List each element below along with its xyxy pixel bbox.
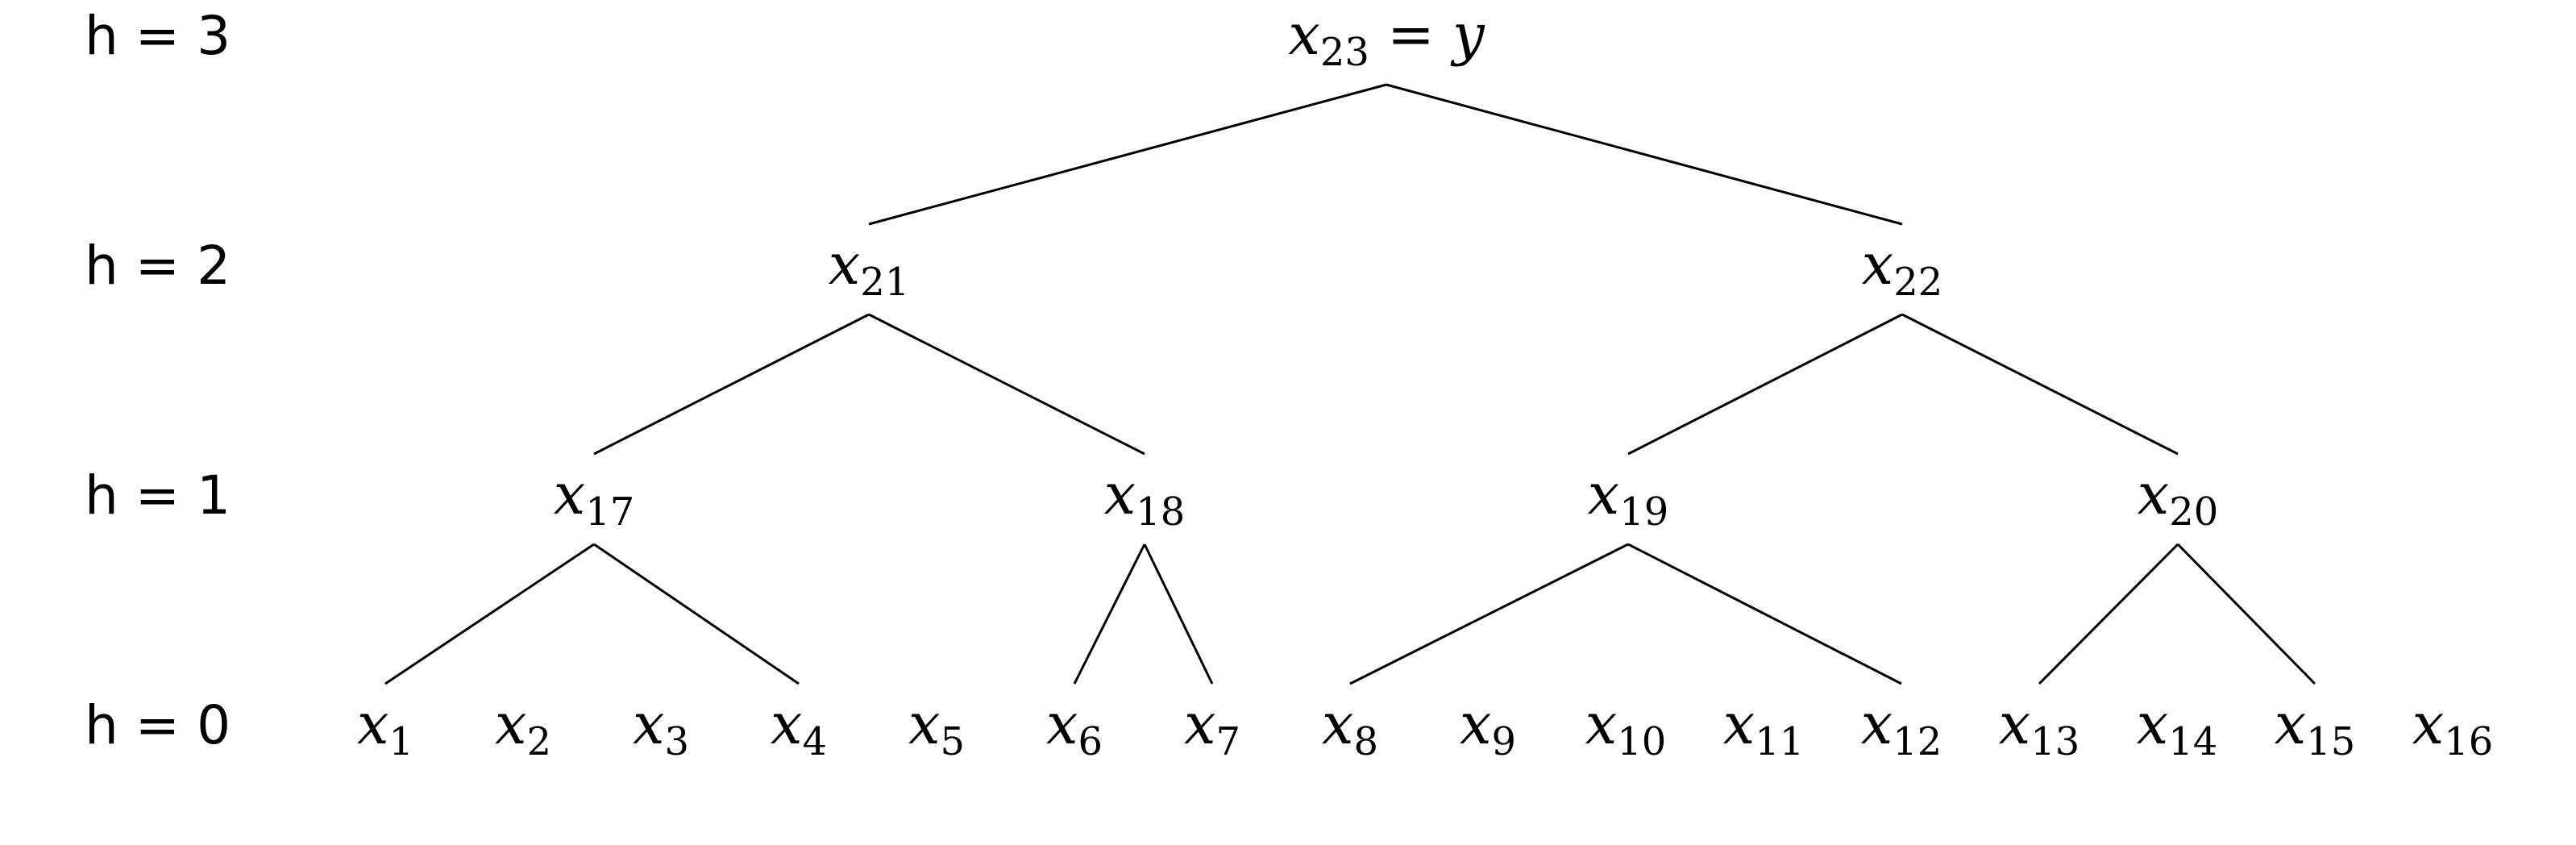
edge-x22-x19: [1627, 313, 1903, 456]
node-subscript: 15: [2306, 719, 2355, 764]
node-variable: x: [633, 691, 664, 757]
node-x12: x12: [1861, 691, 1942, 764]
node-x13: x13: [1999, 691, 2080, 764]
edge-x20-x15: [2176, 543, 2316, 685]
node-variable: x: [1588, 461, 1619, 527]
edge-x23-x22: [1386, 83, 1903, 226]
node-x20: x20: [2138, 461, 2219, 535]
level-label-h3: h = 3: [85, 5, 231, 67]
node-x18: x18: [1104, 461, 1186, 535]
node-subscript: 6: [1078, 719, 1103, 764]
node-subscript: 1: [388, 719, 413, 764]
node-subscript: 23: [1320, 30, 1369, 75]
node-x11: x11: [1723, 691, 1805, 764]
node-variable: x: [908, 691, 940, 757]
node-variable: x: [1723, 691, 1755, 757]
node-equation-rest: = y: [1369, 2, 1485, 68]
node-subscript: 20: [2169, 489, 2218, 535]
edge-x17-x1: [384, 543, 595, 685]
node-subscript: 14: [2168, 719, 2217, 764]
node-x1: x1: [357, 691, 413, 764]
node-x9: x9: [1460, 691, 1516, 764]
node-x21: x21: [829, 231, 910, 305]
node-subscript: 4: [802, 719, 827, 764]
node-variable: x: [1862, 231, 1893, 298]
node-subscript: 13: [2030, 719, 2079, 764]
node-variable: x: [1585, 691, 1617, 757]
node-x22: x22: [1862, 231, 1943, 305]
edge-x21-x18: [868, 313, 1145, 456]
node-x3: x3: [633, 691, 689, 764]
node-x14: x14: [2137, 691, 2218, 764]
node-variable: x: [2412, 691, 2444, 757]
node-variable: x: [357, 691, 388, 757]
node-subscript: 17: [585, 489, 634, 535]
node-subscript: 7: [1215, 719, 1240, 764]
node-variable: x: [1288, 2, 1319, 68]
edge-x18-x7: [1143, 543, 1214, 685]
node-variable: x: [554, 461, 585, 527]
level-label-h0: h = 0: [85, 694, 231, 756]
node-x10: x10: [1585, 691, 1667, 764]
node-x15: x15: [2275, 691, 2356, 764]
node-subscript: 16: [2444, 719, 2493, 764]
edge-x17-x4: [593, 543, 800, 685]
node-x2: x2: [495, 691, 551, 764]
node-subscript: 21: [860, 260, 909, 305]
node-variable: x: [495, 691, 526, 757]
node-x5: x5: [908, 691, 965, 764]
node-x16: x16: [2412, 691, 2494, 764]
node-x23: x23 = y: [1288, 2, 1485, 75]
node-variable: x: [1861, 691, 1893, 757]
node-x7: x7: [1184, 691, 1240, 764]
node-variable: x: [829, 231, 860, 298]
node-x8: x8: [1322, 691, 1378, 764]
node-subscript: 9: [1491, 719, 1516, 764]
node-subscript: 8: [1353, 719, 1378, 764]
edge-x21-x17: [593, 313, 870, 456]
node-subscript: 18: [1136, 489, 1185, 535]
node-variable: x: [1104, 461, 1136, 527]
node-subscript: 5: [940, 719, 965, 764]
level-label-h2: h = 2: [85, 235, 231, 297]
node-subscript: 12: [1893, 719, 1942, 764]
node-variable: x: [771, 691, 802, 757]
edge-x19-x8: [1349, 543, 1629, 685]
tree-edges: [384, 83, 2316, 685]
node-variable: x: [1999, 691, 2030, 757]
edge-x19-x12: [1627, 543, 1902, 685]
edge-x18-x6: [1073, 543, 1146, 685]
node-variable: x: [1184, 691, 1215, 757]
node-variable: x: [1322, 691, 1353, 757]
node-x4: x4: [771, 691, 827, 764]
level-label-h1: h = 1: [85, 464, 231, 527]
edge-x23-x21: [868, 83, 1387, 226]
node-variable: x: [2275, 691, 2306, 757]
node-x19: x19: [1588, 461, 1669, 535]
edge-x20-x13: [2038, 543, 2179, 685]
node-subscript: 3: [664, 719, 689, 764]
node-variable: x: [1046, 691, 1078, 757]
node-subscript: 10: [1617, 719, 1666, 764]
node-subscript: 22: [1893, 260, 1942, 305]
node-variable: x: [2137, 691, 2168, 757]
node-variable: x: [2138, 461, 2169, 527]
node-subscript: 19: [1619, 489, 1668, 535]
node-subscript: 11: [1755, 719, 1804, 764]
node-x17: x17: [554, 461, 635, 535]
node-subscript: 2: [526, 719, 551, 764]
edge-x22-x20: [1901, 313, 2179, 456]
node-variable: x: [1460, 691, 1491, 757]
node-x6: x6: [1046, 691, 1103, 764]
level-labels: h = 3 h = 2 h = 1 h = 0: [85, 5, 231, 756]
